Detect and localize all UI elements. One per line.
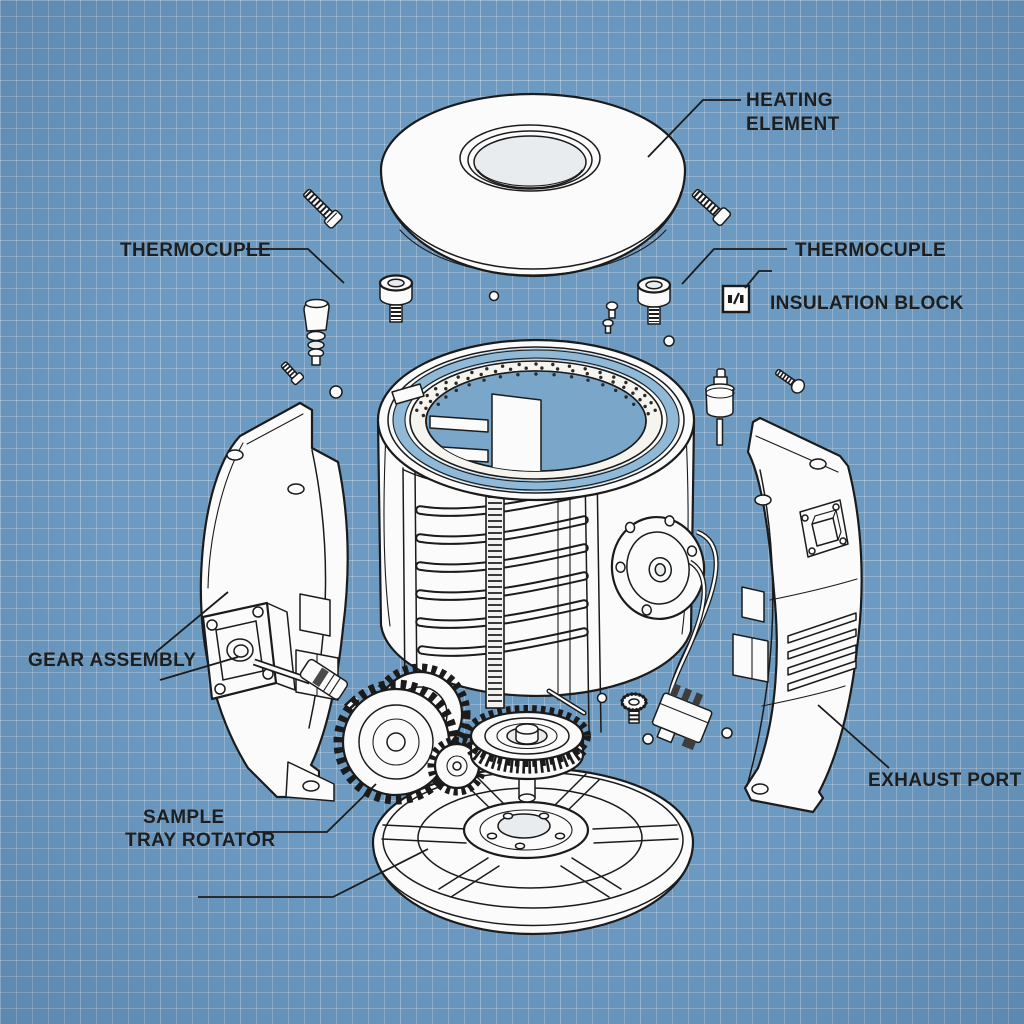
dowel-pin	[546, 688, 587, 716]
small-screw	[775, 368, 806, 394]
label-exhaust-port: EXHAUST PORT	[868, 770, 1022, 791]
shaft-coupler	[299, 658, 349, 700]
labels: HEATING ELEMENT THERMOCUPLE THERMOCUPLE …	[28, 90, 1022, 851]
label-gear-assembly: GEAR ASSEMBLY	[28, 650, 197, 671]
leader-insulation-block	[744, 270, 772, 289]
bearing-ball	[721, 727, 733, 739]
leader-sample-tray-1	[253, 783, 377, 833]
label-thermocouple-left: THERMOCUPLE	[120, 240, 271, 261]
leader-sample-tray-2	[198, 848, 429, 898]
leader-exhaust-port	[817, 704, 890, 769]
label-insulation-block: INSULATION BLOCK	[770, 293, 964, 314]
label-sample-tray-line2: TRAY ROTATOR	[125, 830, 275, 851]
perforation-dots	[415, 362, 657, 418]
label-thermocouple-right: THERMOCUPLE	[795, 240, 946, 261]
side-flange-port	[610, 515, 706, 621]
leader-gear-assembly-1	[155, 591, 229, 653]
gearbox-plate	[201, 601, 296, 701]
screw	[691, 188, 732, 227]
base-spokes	[381, 773, 679, 898]
leader-thermocouple-right	[681, 248, 787, 285]
exhaust-port-plate	[799, 499, 849, 558]
leader-lines	[155, 99, 890, 898]
bearing-ball	[596, 692, 608, 704]
label-heating-element-line2: ELEMENT	[746, 114, 840, 135]
tiny-screw	[602, 301, 619, 334]
bearing-ball	[642, 733, 654, 745]
screw	[302, 188, 343, 229]
gear-cluster-drawing	[252, 658, 648, 805]
leader-gear-assembly-2	[159, 656, 239, 681]
thumb-screw	[620, 692, 648, 724]
louver-vents	[787, 612, 857, 692]
label-heating-element-line1: HEATING	[746, 90, 833, 111]
thermocouple-probe	[303, 298, 330, 366]
small-screw	[280, 361, 305, 386]
connector-plug	[651, 683, 713, 751]
socket-bolt	[636, 276, 672, 325]
thermocouple-probe	[705, 368, 735, 446]
heating-element-cover-drawing	[379, 92, 687, 278]
fasteners	[280, 188, 806, 745]
socket-bolt	[378, 274, 414, 323]
bearing-ball	[663, 335, 675, 347]
leader-heating-element	[647, 99, 741, 158]
left-shell-panel-drawing	[199, 401, 349, 802]
furnace-cylinder-drawing	[376, 338, 706, 733]
bearing-ball	[329, 385, 343, 399]
insulation-block-icon	[721, 284, 751, 314]
crown-gear	[463, 705, 591, 803]
exhaust-panel-drawing	[732, 416, 863, 814]
bearing-ball	[488, 290, 500, 302]
thermocouple-wiring	[651, 529, 719, 751]
leader-thermocouple-left	[246, 248, 345, 284]
base-tray-drawing	[371, 766, 695, 936]
label-sample-tray-line1: SAMPLE	[143, 807, 225, 828]
